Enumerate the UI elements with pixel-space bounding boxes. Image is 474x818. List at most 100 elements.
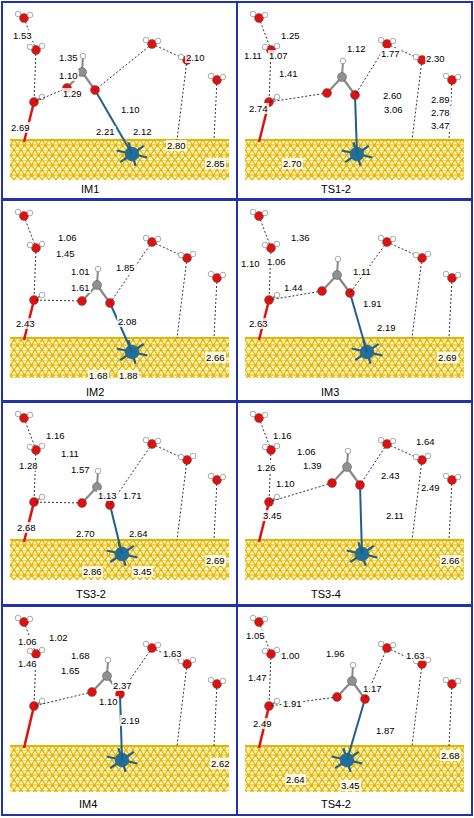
hydrogen-atom bbox=[208, 271, 214, 277]
hydrogen-atom bbox=[15, 11, 21, 17]
bond-length: 2.49 bbox=[420, 482, 441, 493]
hbond-line bbox=[34, 248, 36, 300]
hydrogen-atom bbox=[378, 437, 384, 443]
panel-name: TS4-2 bbox=[320, 798, 352, 811]
oxygen-atom bbox=[333, 693, 342, 702]
bond-length: 2.19 bbox=[120, 715, 141, 726]
hydrogen-atom bbox=[443, 473, 449, 479]
hydrogen-atom bbox=[443, 271, 449, 277]
bond-length: 1.68 bbox=[70, 650, 91, 661]
bond-length: 1.11 bbox=[352, 266, 372, 277]
bond-length: 2.80 bbox=[166, 140, 187, 151]
surface-bond bbox=[24, 706, 34, 748]
slab-edge bbox=[245, 745, 464, 747]
bond-length: 1.13 bbox=[97, 490, 118, 501]
hydrogen-atom bbox=[425, 657, 431, 663]
hydrogen-atom bbox=[455, 678, 461, 684]
hydrogen-atom bbox=[39, 647, 45, 653]
bond-length: 1.88 bbox=[118, 370, 139, 381]
hydrogen-atom bbox=[190, 657, 196, 663]
hydrogen-atom bbox=[262, 412, 268, 418]
hydrogen-atom bbox=[220, 74, 226, 80]
hydrogen-atom bbox=[39, 241, 45, 247]
panel-border bbox=[237, 402, 472, 605]
hbond-line bbox=[412, 258, 422, 338]
oxygen-atom bbox=[328, 479, 337, 488]
bond-length: 1.06 bbox=[266, 256, 287, 267]
bond-length: 1.65 bbox=[60, 665, 81, 676]
bond-length: 1.16 bbox=[45, 430, 66, 441]
bond-length: 2.69 bbox=[10, 122, 31, 133]
hydrogen-atom bbox=[155, 38, 161, 44]
hbond-line bbox=[177, 60, 187, 140]
panel-name: TS3-2 bbox=[75, 588, 107, 601]
bond-length: 1.85 bbox=[115, 262, 136, 273]
hydrogen-atom bbox=[274, 494, 280, 500]
hydrogen-atom bbox=[455, 272, 461, 278]
hbond-line bbox=[269, 654, 271, 706]
hbond-line bbox=[449, 480, 452, 540]
hbond-line bbox=[34, 502, 82, 503]
bond-length: 1.57 bbox=[70, 464, 91, 475]
bond-length: 2.49 bbox=[252, 718, 273, 729]
hbond-line bbox=[269, 93, 327, 102]
slab-edge bbox=[245, 337, 464, 339]
panel-name: IM3 bbox=[320, 386, 340, 399]
bond-length: 3.45 bbox=[262, 510, 283, 521]
bond-length: 2.89 bbox=[430, 94, 451, 105]
hydrogen-atom bbox=[208, 677, 214, 683]
adsorption-bond bbox=[95, 90, 132, 154]
bond-length: 1.17 bbox=[362, 683, 383, 694]
carbon-atom bbox=[348, 677, 357, 686]
bond-length: 1.77 bbox=[380, 48, 401, 59]
hbond-line bbox=[214, 278, 217, 338]
hbond-line bbox=[269, 697, 337, 706]
hbond-line bbox=[214, 480, 217, 540]
hydrogen-atom bbox=[155, 236, 161, 242]
hydrogen-atom bbox=[15, 209, 21, 215]
bond-length: 1.26 bbox=[256, 462, 277, 473]
bond-length: 1.39 bbox=[302, 460, 323, 471]
bond-length: 2.43 bbox=[380, 470, 401, 481]
hydrogen-atom bbox=[345, 448, 351, 454]
hydrogen-atom bbox=[178, 54, 184, 60]
hydrogen-atom bbox=[39, 698, 45, 704]
hydrogen-atom bbox=[274, 43, 280, 49]
bond-length: 1.10 bbox=[98, 696, 119, 707]
hbond-line bbox=[259, 216, 271, 248]
bond-length: 2.60 bbox=[382, 90, 403, 101]
hydrogen-atom bbox=[220, 272, 226, 278]
bond-length: 2.66 bbox=[440, 555, 461, 566]
hbond-line bbox=[177, 258, 187, 338]
hydrogen-atom bbox=[39, 443, 45, 449]
panel-name: IM1 bbox=[80, 183, 100, 196]
adsorption-bond bbox=[360, 485, 362, 554]
hydrogen-atom bbox=[95, 266, 101, 272]
adsorption-bond bbox=[355, 95, 357, 154]
bond-length: 1.64 bbox=[415, 436, 436, 447]
hydrogen-atom bbox=[262, 210, 268, 216]
hydrogen-atom bbox=[274, 94, 280, 100]
hydrogen-atom bbox=[413, 252, 419, 258]
bond-length: 2.12 bbox=[132, 126, 153, 137]
bond-length: 1.11 bbox=[243, 50, 263, 61]
bond-length: 1.10 bbox=[275, 478, 296, 489]
hbond-line bbox=[412, 60, 422, 140]
bond-length: 2.21 bbox=[95, 126, 116, 137]
hydrogen-atom bbox=[27, 412, 33, 418]
bond-length: 1.96 bbox=[325, 648, 346, 659]
hbond-line bbox=[214, 684, 217, 746]
hydrogen-atom bbox=[425, 251, 431, 257]
adsorption-bond bbox=[347, 699, 365, 760]
hydrogen-atom bbox=[425, 453, 431, 459]
bond-length: 1.71 bbox=[122, 490, 143, 501]
hbond-line bbox=[412, 664, 422, 746]
hydrogen-atom bbox=[455, 474, 461, 480]
bond-length: 1.61 bbox=[70, 282, 91, 293]
bond-length: 3.45 bbox=[132, 566, 153, 577]
bond-length: 2.30 bbox=[425, 53, 446, 64]
hydrogen-atom bbox=[262, 616, 268, 622]
hydrogen-atom bbox=[274, 443, 280, 449]
